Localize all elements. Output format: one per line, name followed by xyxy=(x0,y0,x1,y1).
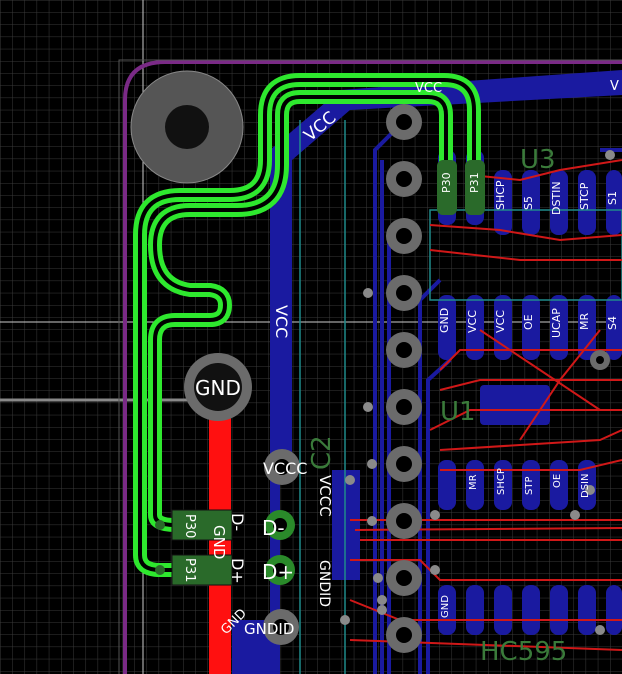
ic-top-pin-labels: SHCP S5 DSTIN STCP S1 xyxy=(494,180,619,215)
net-label-vccc-vert: VCCC xyxy=(316,475,334,517)
net-label-vcc-top: VCC xyxy=(415,81,442,96)
ic-mid-pin-label: OE xyxy=(522,314,535,330)
ic-top-pin-label: STCP xyxy=(578,182,591,210)
gnd-bottom-pad[interactable] xyxy=(263,609,299,645)
smd-pads-usb[interactable] xyxy=(155,160,485,586)
svg-text:U1: U1 xyxy=(440,397,476,427)
vias xyxy=(340,150,615,635)
net-label-vcc-vert: VCC xyxy=(272,305,291,338)
ic-mid-pin-label: UCAP xyxy=(550,308,563,338)
selected-track-usb[interactable] xyxy=(133,73,481,577)
net-label-dminus-pad: D- xyxy=(262,516,285,540)
ic-mid-pin-label: S4 xyxy=(606,316,619,330)
courtyard-outlines xyxy=(299,120,622,674)
mounting-hole xyxy=(130,70,244,184)
net-label-gndid-vert: GNDID xyxy=(316,560,332,607)
pin-header xyxy=(386,104,422,653)
gnd-pad[interactable] xyxy=(184,353,252,421)
ic-bottom-pin-labels: GND xyxy=(440,595,451,618)
net-label-p30: P30 xyxy=(182,514,197,538)
ic-top-pin-label: S1 xyxy=(606,191,619,205)
net-label-p31-top: P31 xyxy=(468,172,481,193)
svg-text:HC595: HC595 xyxy=(480,637,567,667)
ic-lower-pin-label: MR xyxy=(468,474,479,490)
ic-top-pin-label: SHCP xyxy=(494,180,507,210)
net-label-gnd-trace: GND xyxy=(210,525,228,559)
vcc-pad[interactable] xyxy=(264,449,300,485)
svg-text:C2: C2 xyxy=(307,435,337,470)
ic-top-pin-label: DSTIN xyxy=(550,181,563,215)
ic-lower-pin-labels: MR SHCP STP OE DSIN xyxy=(468,468,591,498)
net-label-vcc-top-right: V xyxy=(610,79,619,94)
net-label-dplus: D+ xyxy=(228,558,247,584)
ic-lower-pin-label: DSIN xyxy=(580,474,591,498)
ic-mid-pin-labels: GND VCC VCC OE UCAP MR S4 xyxy=(438,308,619,338)
fab-layer-text: U3 HC595 C2 U1 xyxy=(307,145,567,667)
net-label-dminus: D- xyxy=(228,513,247,531)
net-label-gndid: GNDID xyxy=(244,620,294,638)
ic-top-pin-label: S5 xyxy=(522,196,535,210)
ic-mid-pin-label: GND xyxy=(438,308,451,333)
board-edge-outline xyxy=(123,60,622,674)
ic-bottom-pin-label: GND xyxy=(440,595,451,618)
net-label-vccc: VCCC xyxy=(263,459,307,478)
ic-lower-pin-label: SHCP xyxy=(496,468,507,495)
gnd-front-track xyxy=(209,410,231,674)
usb-data-pads[interactable] xyxy=(265,510,295,585)
net-label-text: VCC V VCC VCC GND VCCC VCCC GND D- D+ D-… xyxy=(182,79,619,638)
ic-mid-pin-label: MR xyxy=(578,313,591,330)
ic-lower-pin-label: OE xyxy=(552,474,563,488)
ic-mid-pin-label: VCC xyxy=(466,310,479,333)
net-label-dplus-pad: D+ xyxy=(262,560,294,584)
ic-mid-pin-label: VCC xyxy=(494,310,507,333)
net-label-gnd-pad: GND xyxy=(195,376,241,400)
svg-text:U3: U3 xyxy=(520,145,556,175)
ic-lower-pin-label: STP xyxy=(524,477,535,496)
net-label-p30-top: P30 xyxy=(440,172,453,193)
net-label-p31: P31 xyxy=(182,558,197,582)
